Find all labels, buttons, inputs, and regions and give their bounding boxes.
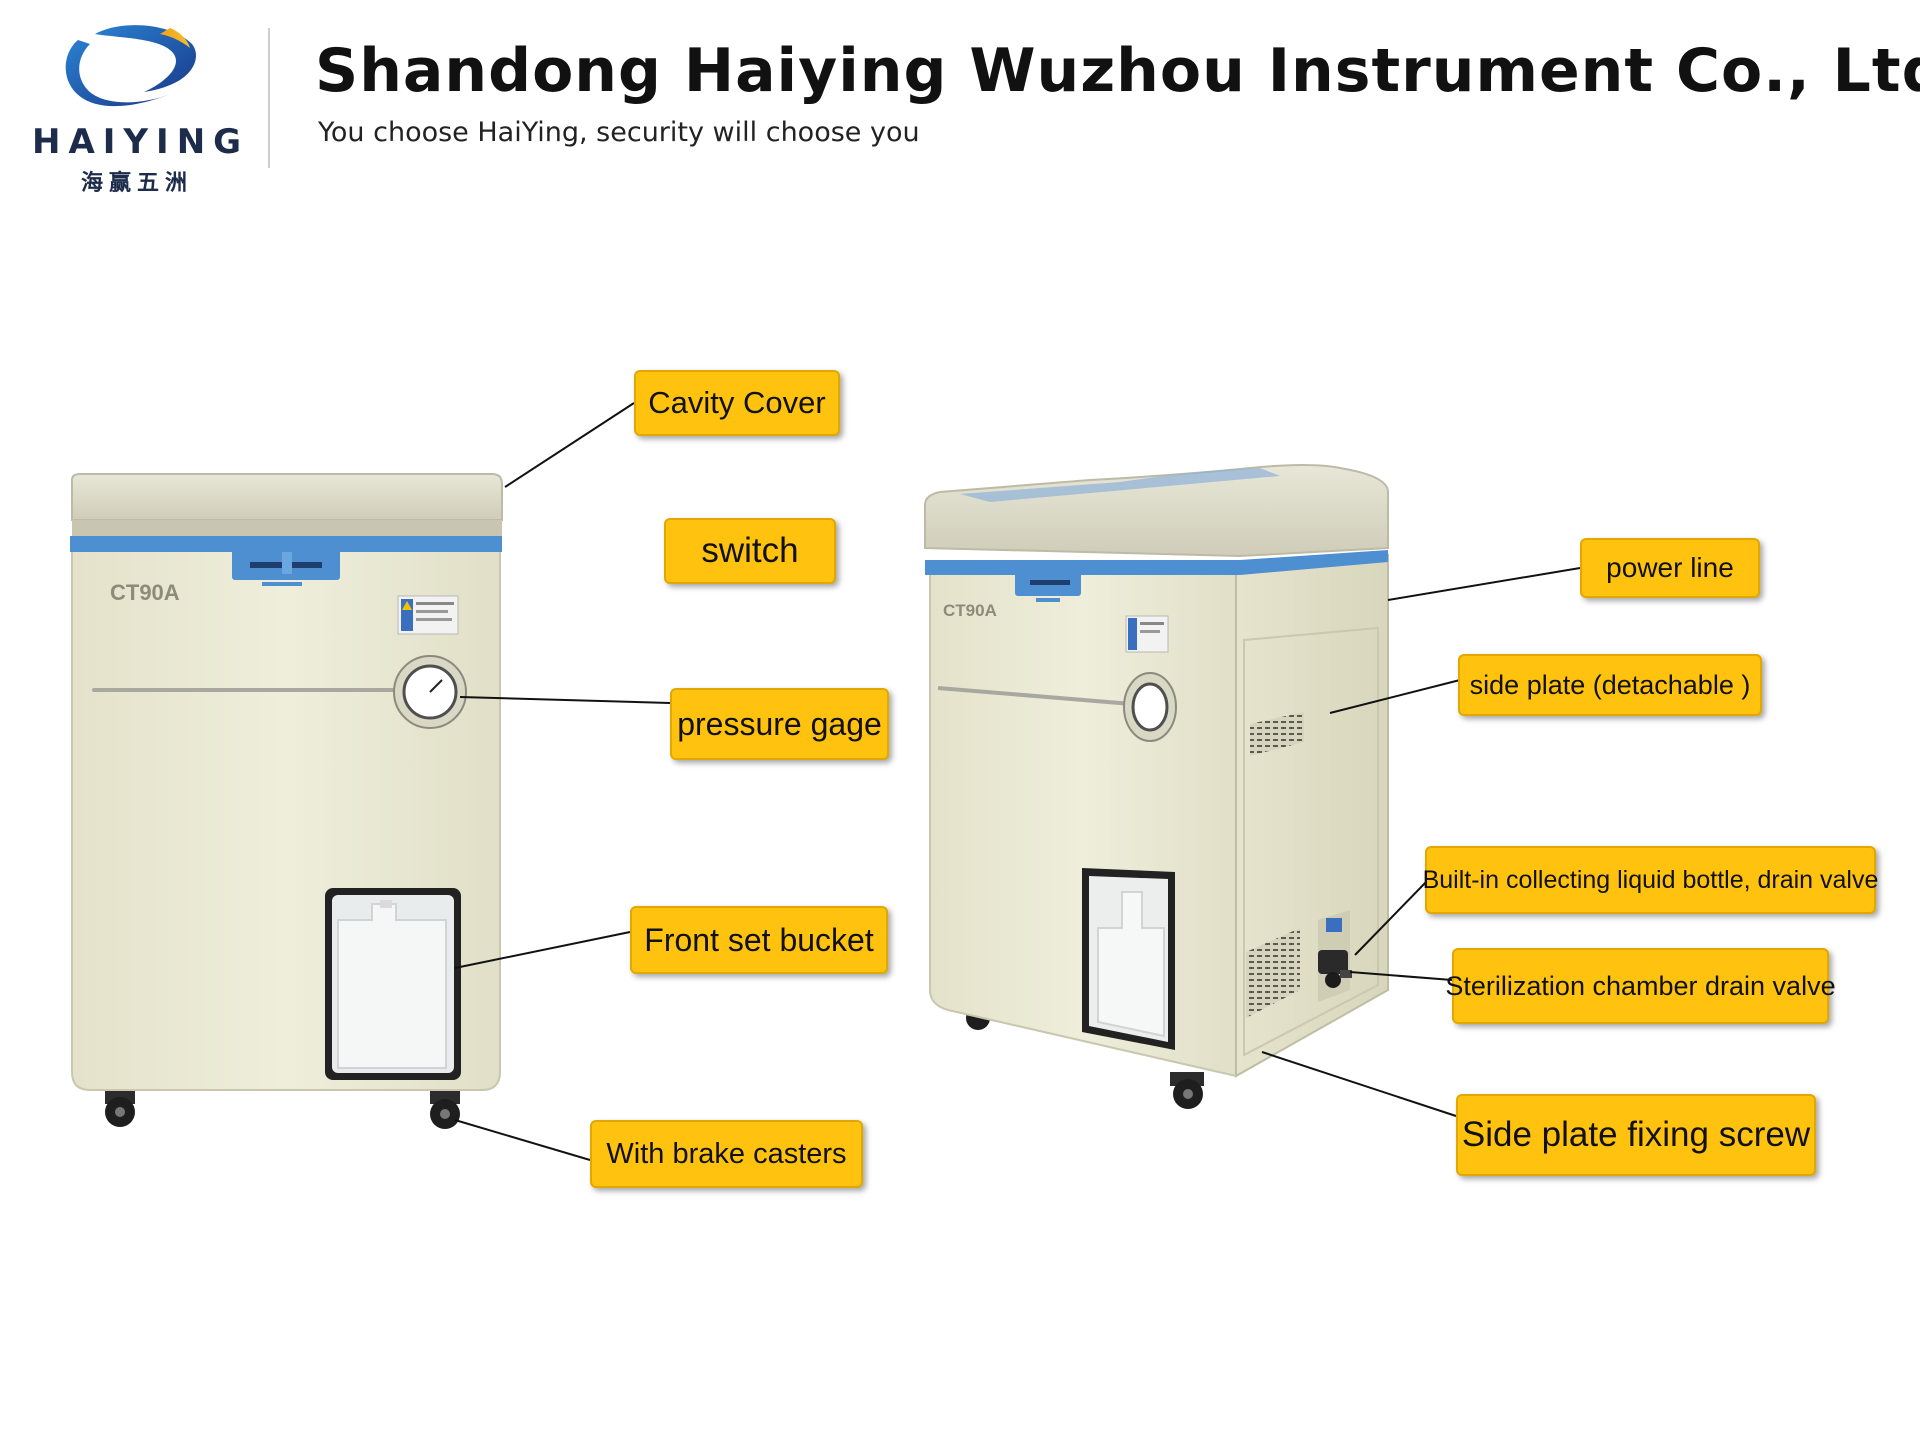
side-drain-valve-panel [1318, 910, 1352, 1002]
front-small-label [262, 582, 302, 586]
callout-collecting-bottle: Built-in collecting liquid bottle, drain… [1423, 846, 1878, 914]
leader-lines [454, 402, 1581, 1161]
logo-swoosh-icon [65, 25, 196, 107]
callout-side-plate: side plate (detachable ) [1458, 654, 1762, 716]
side-bucket-window [1082, 868, 1175, 1050]
leader-chamber-drain [1349, 971, 1453, 981]
callout-switch: switch [664, 518, 836, 584]
leader-side-plate [1329, 679, 1461, 714]
callout-front-set-bucket: Front set bucket [630, 906, 888, 974]
side-model-label: CT90A [943, 601, 997, 620]
side-autoclave: CT90A [924, 464, 1389, 1109]
company-slogan: You choose HaiYing, security will choose… [318, 117, 920, 148]
front-warning-sticker [397, 595, 459, 635]
callout-brake-casters: With brake casters [590, 1120, 863, 1188]
callout-cavity-cover: Cavity Cover [634, 370, 840, 436]
front-pressure-gauge [393, 655, 467, 729]
logo-chinese-name: 海赢五洲 [80, 171, 193, 196]
front-switch-knob [282, 552, 292, 574]
leader-cavity-cover [504, 402, 635, 488]
leader-pressure-gage [459, 696, 671, 704]
header: HAIYING 海赢五洲 Shandong Haiying Wuzhou Ins… [0, 0, 1920, 210]
side-cavity-cover [924, 464, 1389, 558]
callout-pressure-gage: pressure gage [670, 688, 889, 760]
leader-collecting-bottle [1354, 879, 1429, 956]
side-groove-line [937, 686, 1133, 706]
leader-front-bucket [454, 931, 631, 969]
header-divider [268, 28, 270, 168]
callout-fixing-screw: Side plate fixing screw [1456, 1094, 1816, 1176]
callout-power-line: power line [1580, 538, 1760, 598]
logo-wordmark: HAIYING [32, 122, 250, 162]
leader-brake-casters [454, 1119, 591, 1161]
side-upper-vent [1250, 712, 1304, 756]
front-groove-line [92, 688, 397, 692]
company-name: Shandong Haiying Wuzhou Instrument Co., … [315, 36, 1920, 106]
front-autoclave: CT90A [70, 473, 503, 1129]
leader-fixing-screw [1261, 1051, 1457, 1117]
front-lid-gap [72, 520, 502, 536]
callout-chamber-drain: Sterilization chamber drain valve [1445, 948, 1836, 1024]
side-pressure-gauge [1123, 672, 1177, 742]
haiying-logo: HAIYING 海赢五洲 [20, 10, 250, 196]
front-blue-band [70, 536, 502, 552]
leader-power-line [1387, 567, 1581, 601]
side-warning-sticker [1125, 615, 1169, 653]
front-caster-left [105, 1090, 135, 1127]
side-detachable-plate [1243, 626, 1379, 1057]
front-caster-right [430, 1090, 460, 1129]
side-lower-vent [1246, 928, 1300, 1018]
front-cavity-cover [71, 473, 503, 521]
front-model-label: CT90A [110, 580, 180, 605]
side-blue-band [925, 560, 1240, 575]
front-bucket-window [325, 888, 461, 1080]
